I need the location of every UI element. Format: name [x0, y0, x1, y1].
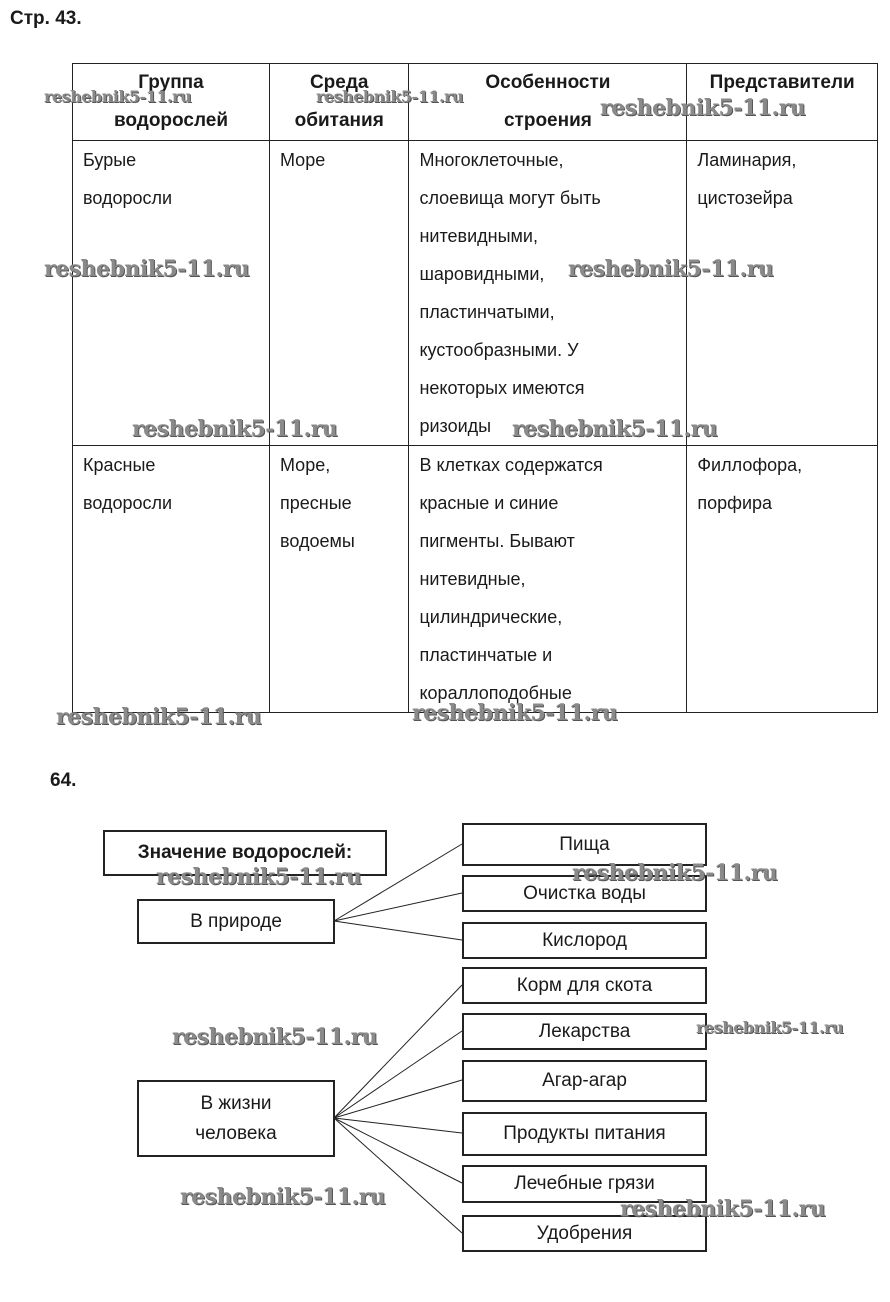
cell-representatives: Ламинария,цистозейра [686, 140, 878, 446]
nature-item: Кислород [542, 929, 627, 951]
human-item-box: Лекарства [462, 1013, 707, 1050]
human-item-box: Агар-агар [462, 1060, 707, 1102]
connector-line [333, 1117, 463, 1184]
human-label-line2: человека [195, 1122, 277, 1144]
nature-item: Пища [559, 833, 610, 855]
nature-item-box: Пища [462, 823, 707, 866]
human-item: Лекарства [538, 1020, 631, 1042]
header-representatives: Представители [686, 63, 878, 141]
human-item: Продукты питания [503, 1123, 666, 1144]
cell-habitat: Море [268, 140, 410, 446]
nature-box: В природе [137, 899, 335, 944]
diagram-heading: Значение водорослей: [137, 842, 353, 863]
connector-line [333, 843, 463, 922]
connector-line [333, 1117, 463, 1134]
nature-item-box: Очистка воды [462, 875, 707, 912]
human-box: В жизни человека [137, 1080, 335, 1157]
human-item-box: Корм для скота [462, 967, 707, 1004]
human-item: Лечебные грязи [514, 1173, 655, 1194]
task-number: 64. [50, 770, 77, 791]
human-item: Агар-агар [542, 1070, 627, 1091]
cell-representatives: Филлофора,порфира [686, 445, 878, 713]
connector-line [333, 1117, 463, 1234]
page-title: Стр. 43. [10, 8, 82, 29]
human-item-box: Удобрения [462, 1215, 707, 1252]
human-item: Корм для скота [516, 974, 653, 996]
connector-line [333, 1079, 463, 1119]
connector-line [333, 892, 463, 922]
human-item: Удобрения [536, 1222, 633, 1244]
connector-line [333, 984, 463, 1119]
human-item-box: Продукты питания [462, 1112, 707, 1156]
nature-item-box: Кислород [462, 922, 707, 959]
human-label-line1: В жизни [200, 1092, 272, 1114]
connector-line [333, 1030, 463, 1119]
connector-line [333, 920, 463, 941]
nature-item: Очистка воды [523, 882, 646, 904]
human-item-box: Лечебные грязи [462, 1165, 707, 1203]
diagram-heading-box: Значение водорослей: [103, 830, 387, 876]
nature-label: В природе [190, 910, 282, 932]
